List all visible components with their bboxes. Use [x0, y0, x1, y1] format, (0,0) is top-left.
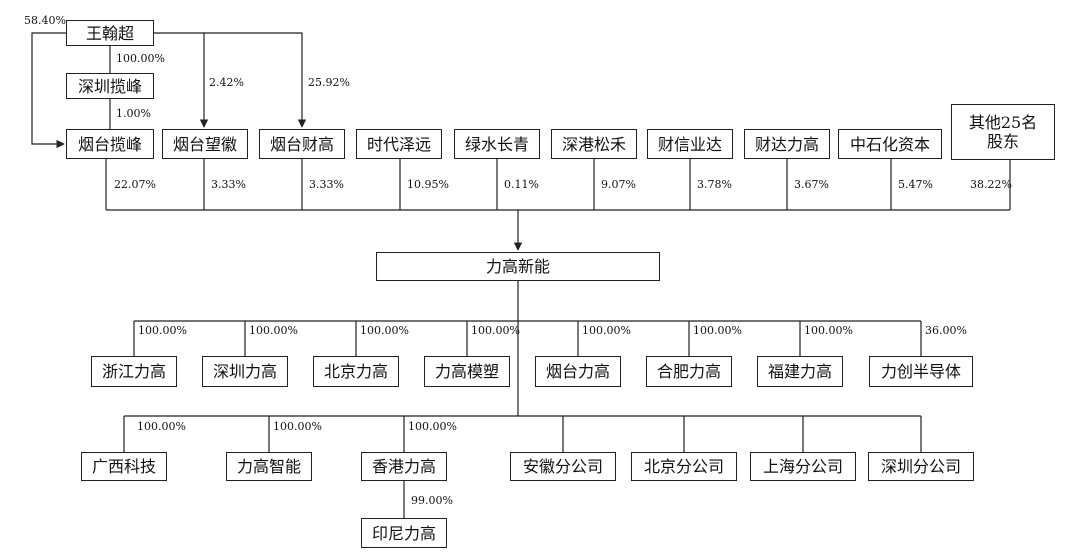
pct-holding: 5.47% [898, 178, 933, 191]
pct-subsidiary: 100.00% [138, 324, 187, 337]
shareholder-others: 其他25名股东 [951, 104, 1055, 160]
pct-subsidiary: 100.00% [249, 324, 298, 337]
shareholder-shengang-songhe: 深港松禾 [551, 129, 637, 159]
branch-box: 安徽分公司 [510, 452, 616, 481]
pct-holding: 38.22% [970, 178, 1012, 191]
subsidiary-box: 广西科技 [81, 452, 167, 481]
pct-holding: 10.95% [407, 178, 449, 191]
pct-holding: 3.67% [794, 178, 829, 191]
subsidiary-box: 烟台力高 [535, 356, 621, 387]
pct-subsidiary: 100.00% [804, 324, 853, 337]
wang-caigao-line [204, 32, 307, 128]
pct-wang-yantai-lanfeng: 58.40% [24, 14, 66, 27]
pct-subsidiary: 100.00% [360, 324, 409, 337]
pct-subsidiary: 36.00% [925, 324, 967, 337]
branch-box: 北京分公司 [631, 452, 737, 481]
pct-shenzhen-yantai-lanfeng: 1.00% [116, 107, 151, 120]
branch-box: 深圳分公司 [868, 452, 974, 481]
subsidiary-box: 力创半导体 [869, 356, 973, 387]
subsidiary-indonesia: 印尼力高 [361, 518, 447, 548]
shareholder-caida-ligao: 财达力高 [744, 129, 830, 159]
pct-wang-yantai-wanghui: 2.42% [209, 76, 244, 89]
subsidiary-box: 力高模塑 [424, 356, 510, 387]
wang-loop-line [31, 32, 66, 149]
subsidiary-box: 深圳力高 [202, 356, 288, 387]
shareholder-shenzhen-lanfeng: 深圳揽峰 [66, 73, 154, 99]
branch-box: 上海分公司 [750, 452, 856, 481]
subsidiary-box: 浙江力高 [91, 356, 177, 387]
shareholder-shidai-zeyuan: 时代泽远 [356, 129, 442, 159]
pct-holding: 22.07% [114, 178, 156, 191]
shareholder-wang: 王翰超 [66, 20, 154, 46]
shareholder-zhongshihua: 中石化资本 [838, 129, 942, 159]
pct-holding: 3.33% [309, 178, 344, 191]
shareholder-yantai-lanfeng: 烟台揽峰 [66, 129, 154, 159]
shareholder-yantai-wanghui: 烟台望徽 [162, 129, 248, 159]
pct-subsidiary: 100.00% [471, 324, 520, 337]
pct-subsidiary: 100.00% [137, 420, 186, 433]
subsidiary-box: 北京力高 [313, 356, 399, 387]
company-ligao: 力高新能 [376, 252, 660, 281]
subsidiary-box: 福建力高 [757, 356, 843, 387]
pct-holding: 0.11% [504, 178, 539, 191]
pct-indonesia: 99.00% [411, 494, 453, 507]
pct-subsidiary: 100.00% [273, 420, 322, 433]
wang-wanghui-line [154, 32, 209, 128]
shareholder-yantai-caigao: 烟台财高 [259, 129, 345, 159]
subsidiary-box: 力高智能 [226, 452, 312, 481]
pct-wang-shenzhen-lanfeng: 100.00% [116, 52, 165, 65]
shareholder-lvshui-changqing: 绿水长青 [454, 129, 540, 159]
pct-holding: 3.78% [697, 178, 732, 191]
pct-subsidiary: 100.00% [582, 324, 631, 337]
pct-holding: 3.33% [211, 178, 246, 191]
pct-wang-yantai-caigao: 25.92% [308, 76, 350, 89]
pct-subsidiary: 100.00% [408, 420, 457, 433]
subsidiary-box: 香港力高 [361, 452, 447, 481]
subsidiary-box: 合肥力高 [646, 356, 732, 387]
shareholder-caixin-yeda: 财信业达 [647, 129, 733, 159]
pct-holding: 9.07% [601, 178, 636, 191]
pct-subsidiary: 100.00% [693, 324, 742, 337]
